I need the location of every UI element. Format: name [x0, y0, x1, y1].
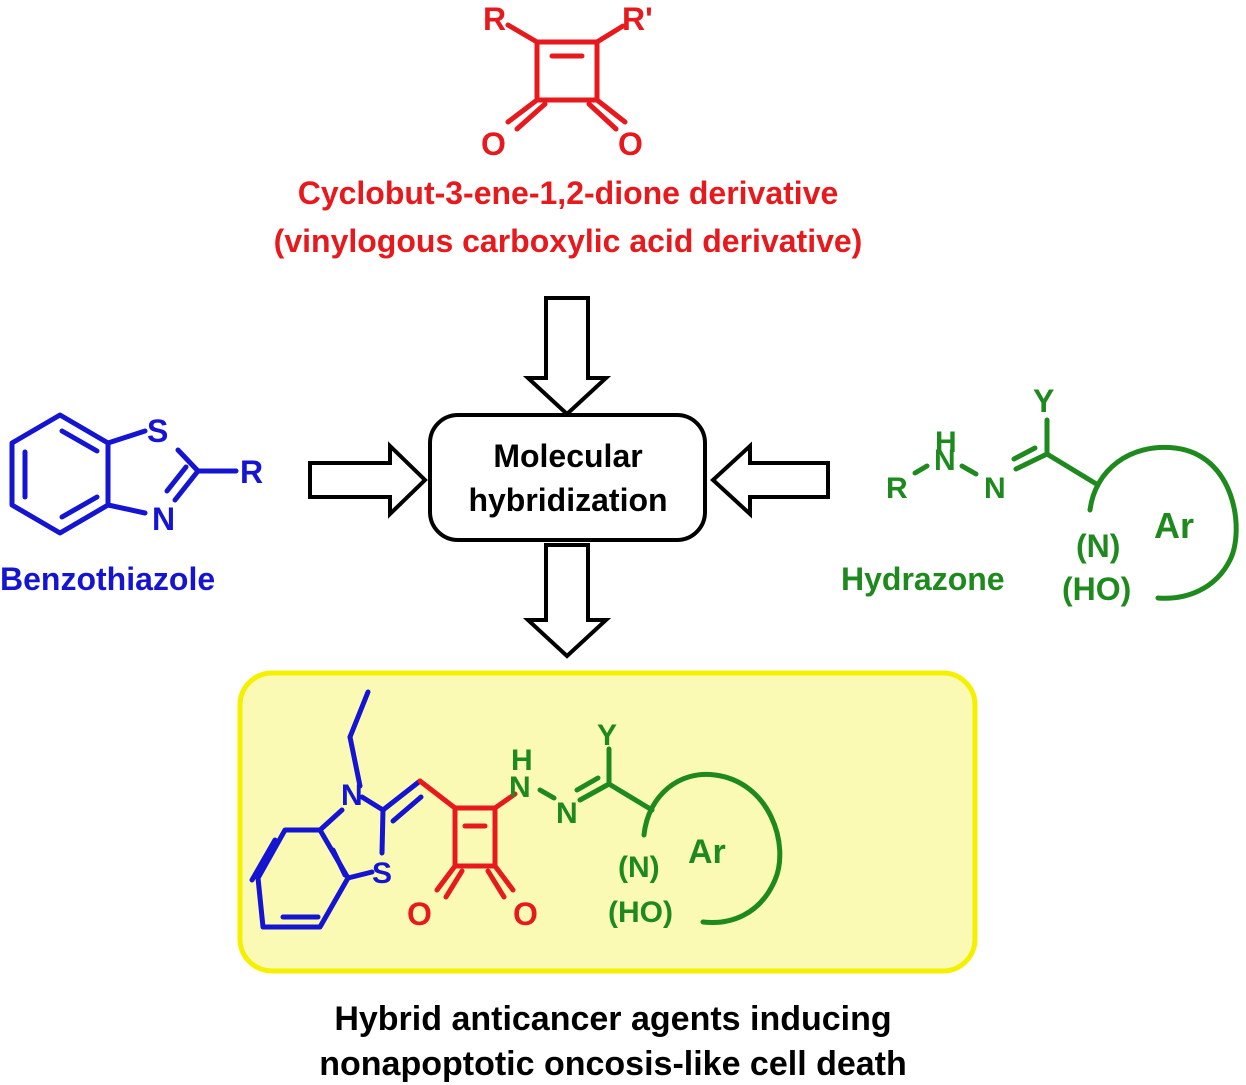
- bond-c2-exo-double-b: [390, 794, 424, 824]
- atom-label: H: [935, 426, 957, 459]
- atom-label: S: [147, 413, 168, 449]
- cyclobutenedione-name: Cyclobut-3-ene-1,2-dione derivative: [298, 175, 839, 211]
- hydrazone-name: Hydrazone: [841, 561, 1005, 597]
- atom-label: N: [984, 472, 1006, 505]
- atom-label: Y: [1033, 383, 1054, 419]
- center-label-line1: Molecular: [493, 438, 642, 474]
- atom-label: Y: [597, 719, 617, 752]
- atom-label: N: [152, 501, 175, 537]
- bond-n-c-double-b: [1011, 445, 1038, 462]
- bond-n-c-double-a: [577, 781, 612, 803]
- cyclobutenedione-structure: [505, 22, 628, 132]
- bond-c-n: [317, 807, 345, 833]
- ring-label-ar: Ar: [688, 833, 726, 871]
- atom-label: O: [513, 896, 538, 932]
- hydrazone-structure: [912, 417, 1239, 601]
- bond-n-n: [537, 787, 557, 801]
- ring-label-ar: Ar: [1154, 505, 1194, 546]
- benzene-double-bond: [249, 837, 278, 883]
- bond-c-s: [345, 869, 375, 881]
- atom-label: O: [407, 896, 432, 932]
- atom-label: S: [372, 857, 392, 890]
- bond-c2-exo-double-a: [380, 778, 423, 813]
- carbonyl-right-b: [485, 868, 507, 900]
- ring-heteroatom-ho: (HO): [608, 896, 673, 929]
- atom-label: R: [240, 454, 263, 490]
- bond-n-c-double-b: [574, 775, 601, 793]
- carbonyl-left-a: [434, 863, 458, 893]
- bond-ring-nh: [492, 791, 518, 811]
- bond-c-s: [105, 428, 148, 446]
- hybrid-hydrazone-part: [537, 746, 783, 925]
- bond-r-right: [594, 23, 626, 45]
- bond-c-n: [105, 502, 148, 516]
- cyclobutenedione-subtitle: (vinylogous carboxylic acid derivative): [274, 223, 863, 259]
- ring-heteroatom-n: (N): [618, 851, 660, 884]
- bond-c-ring: [606, 781, 655, 813]
- benzothiazole-name: Benzothiazole: [0, 561, 215, 597]
- atom-label: R: [886, 472, 908, 505]
- carbonyl-left-b: [443, 868, 465, 900]
- atom-label: R: [483, 1, 506, 37]
- hybrid-aromatic-ring-arc: [641, 771, 783, 925]
- carbonyl-right-bond-a: [594, 97, 628, 125]
- atom-label: N: [934, 444, 956, 477]
- atom-label: R': [622, 1, 653, 37]
- hybrid-cyclobutenedione-part: [417, 778, 518, 900]
- arrow-down-top: [522, 296, 612, 417]
- arrow-left-right: [710, 441, 830, 519]
- atom-label: N: [341, 779, 363, 812]
- molecular-hybridization-box: [428, 413, 707, 542]
- arrow-down-bottom: [522, 543, 612, 659]
- atom-label: H: [511, 744, 533, 777]
- carbonyl-left-bond-b: [514, 101, 548, 132]
- benzene-double-bond: [330, 847, 348, 878]
- bond-c2-n-double: [164, 464, 189, 494]
- atom-label: N: [509, 771, 531, 804]
- bond-r-n: [912, 463, 930, 476]
- hybrid-cyclobutene-ring: [452, 805, 498, 869]
- carbonyl-right-a: [492, 863, 516, 893]
- hybrid-benzothiazole-part: [249, 689, 424, 930]
- benzene-double-bond: [59, 494, 100, 520]
- arrow-right-left: [308, 441, 428, 519]
- cyclobutene-ring: [534, 39, 600, 103]
- benzene-double-bond: [59, 428, 100, 454]
- bond-r-left: [505, 22, 540, 45]
- bond-ethyl: [347, 689, 371, 740]
- caption-line1: Hybrid anticancer agents inducing: [334, 1000, 891, 1038]
- carbonyl-right-bond-b: [586, 101, 619, 132]
- ring-heteroatom-n: (N): [1076, 528, 1120, 564]
- bond-n-c-double-a: [1013, 451, 1050, 472]
- hybrid-highlight-box: [237, 670, 978, 974]
- bond-n-n: [959, 463, 979, 477]
- aromatic-ring-arc: [1087, 444, 1239, 601]
- atom-label: O: [618, 126, 643, 162]
- ring-heteroatom-ho: (HO): [1062, 571, 1131, 607]
- atom-label: O: [481, 126, 506, 162]
- bond-c2-n: [172, 468, 201, 503]
- bond-n-ethyl: [347, 734, 363, 789]
- bond-c-ring: [1044, 451, 1101, 488]
- bond-c2-s: [379, 807, 386, 856]
- caption-line2: nonapoptotic oncosis-like cell death: [319, 1045, 907, 1083]
- atom-label: N: [556, 797, 578, 830]
- bond-exo-ring: [417, 778, 458, 811]
- center-label-line2: hybridization: [468, 482, 667, 518]
- bond-s-c2: [175, 447, 201, 474]
- bond-n-c2: [359, 794, 386, 813]
- benzothiazole-structure: [9, 412, 239, 536]
- carbonyl-left-bond-a: [505, 97, 540, 125]
